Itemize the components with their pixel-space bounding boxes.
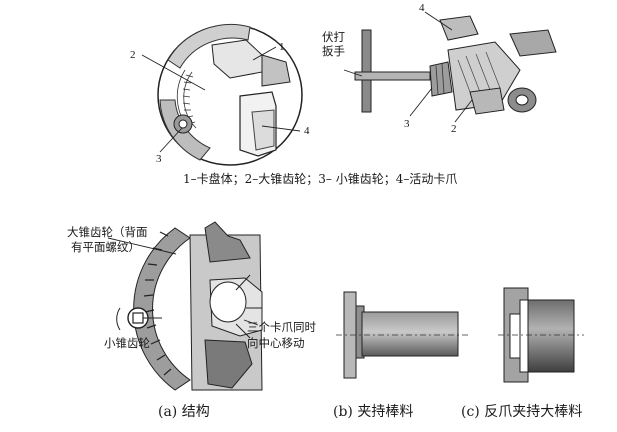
callout-4: 4 bbox=[304, 125, 310, 137]
reverse-jaw-drawing bbox=[498, 287, 584, 383]
jaws-label-line1: 三个卡爪同时 bbox=[247, 320, 316, 334]
callout-4-right: 4 bbox=[419, 2, 425, 14]
wrench-label-line1: 伏打 bbox=[322, 30, 345, 44]
callout-2-right: 2 bbox=[451, 123, 457, 135]
caption-c: (c) 反爪夹持大棒料 bbox=[461, 404, 583, 420]
big-gear-label-line1: 大锥齿轮（背面 bbox=[67, 225, 148, 239]
jaws-label-line2: 向中心移动 bbox=[247, 336, 305, 350]
callout-1: 1 bbox=[279, 41, 285, 53]
wrench-label-line2: 扳手 bbox=[322, 44, 345, 58]
caption-a: (a) 结构 bbox=[158, 404, 210, 420]
clamp-bar-drawing bbox=[336, 291, 468, 379]
small-gear-label: 小锥齿轮 bbox=[104, 336, 150, 350]
callout-3: 3 bbox=[156, 153, 162, 165]
caption-b: (b) 夹持棒料 bbox=[333, 404, 414, 420]
callout-3-right: 3 bbox=[404, 118, 410, 130]
callout-2: 2 bbox=[130, 49, 136, 61]
chuck-body-drawing bbox=[141, 23, 303, 166]
parts-legend: 1–卡盘体；2–大锥齿轮；3– 小锥齿轮；4–活动卡爪 bbox=[183, 172, 458, 186]
exploded-view-drawing bbox=[343, 11, 557, 123]
big-gear-label-line2: 有平面螺纹） bbox=[71, 240, 140, 254]
structure-drawing bbox=[107, 221, 263, 391]
